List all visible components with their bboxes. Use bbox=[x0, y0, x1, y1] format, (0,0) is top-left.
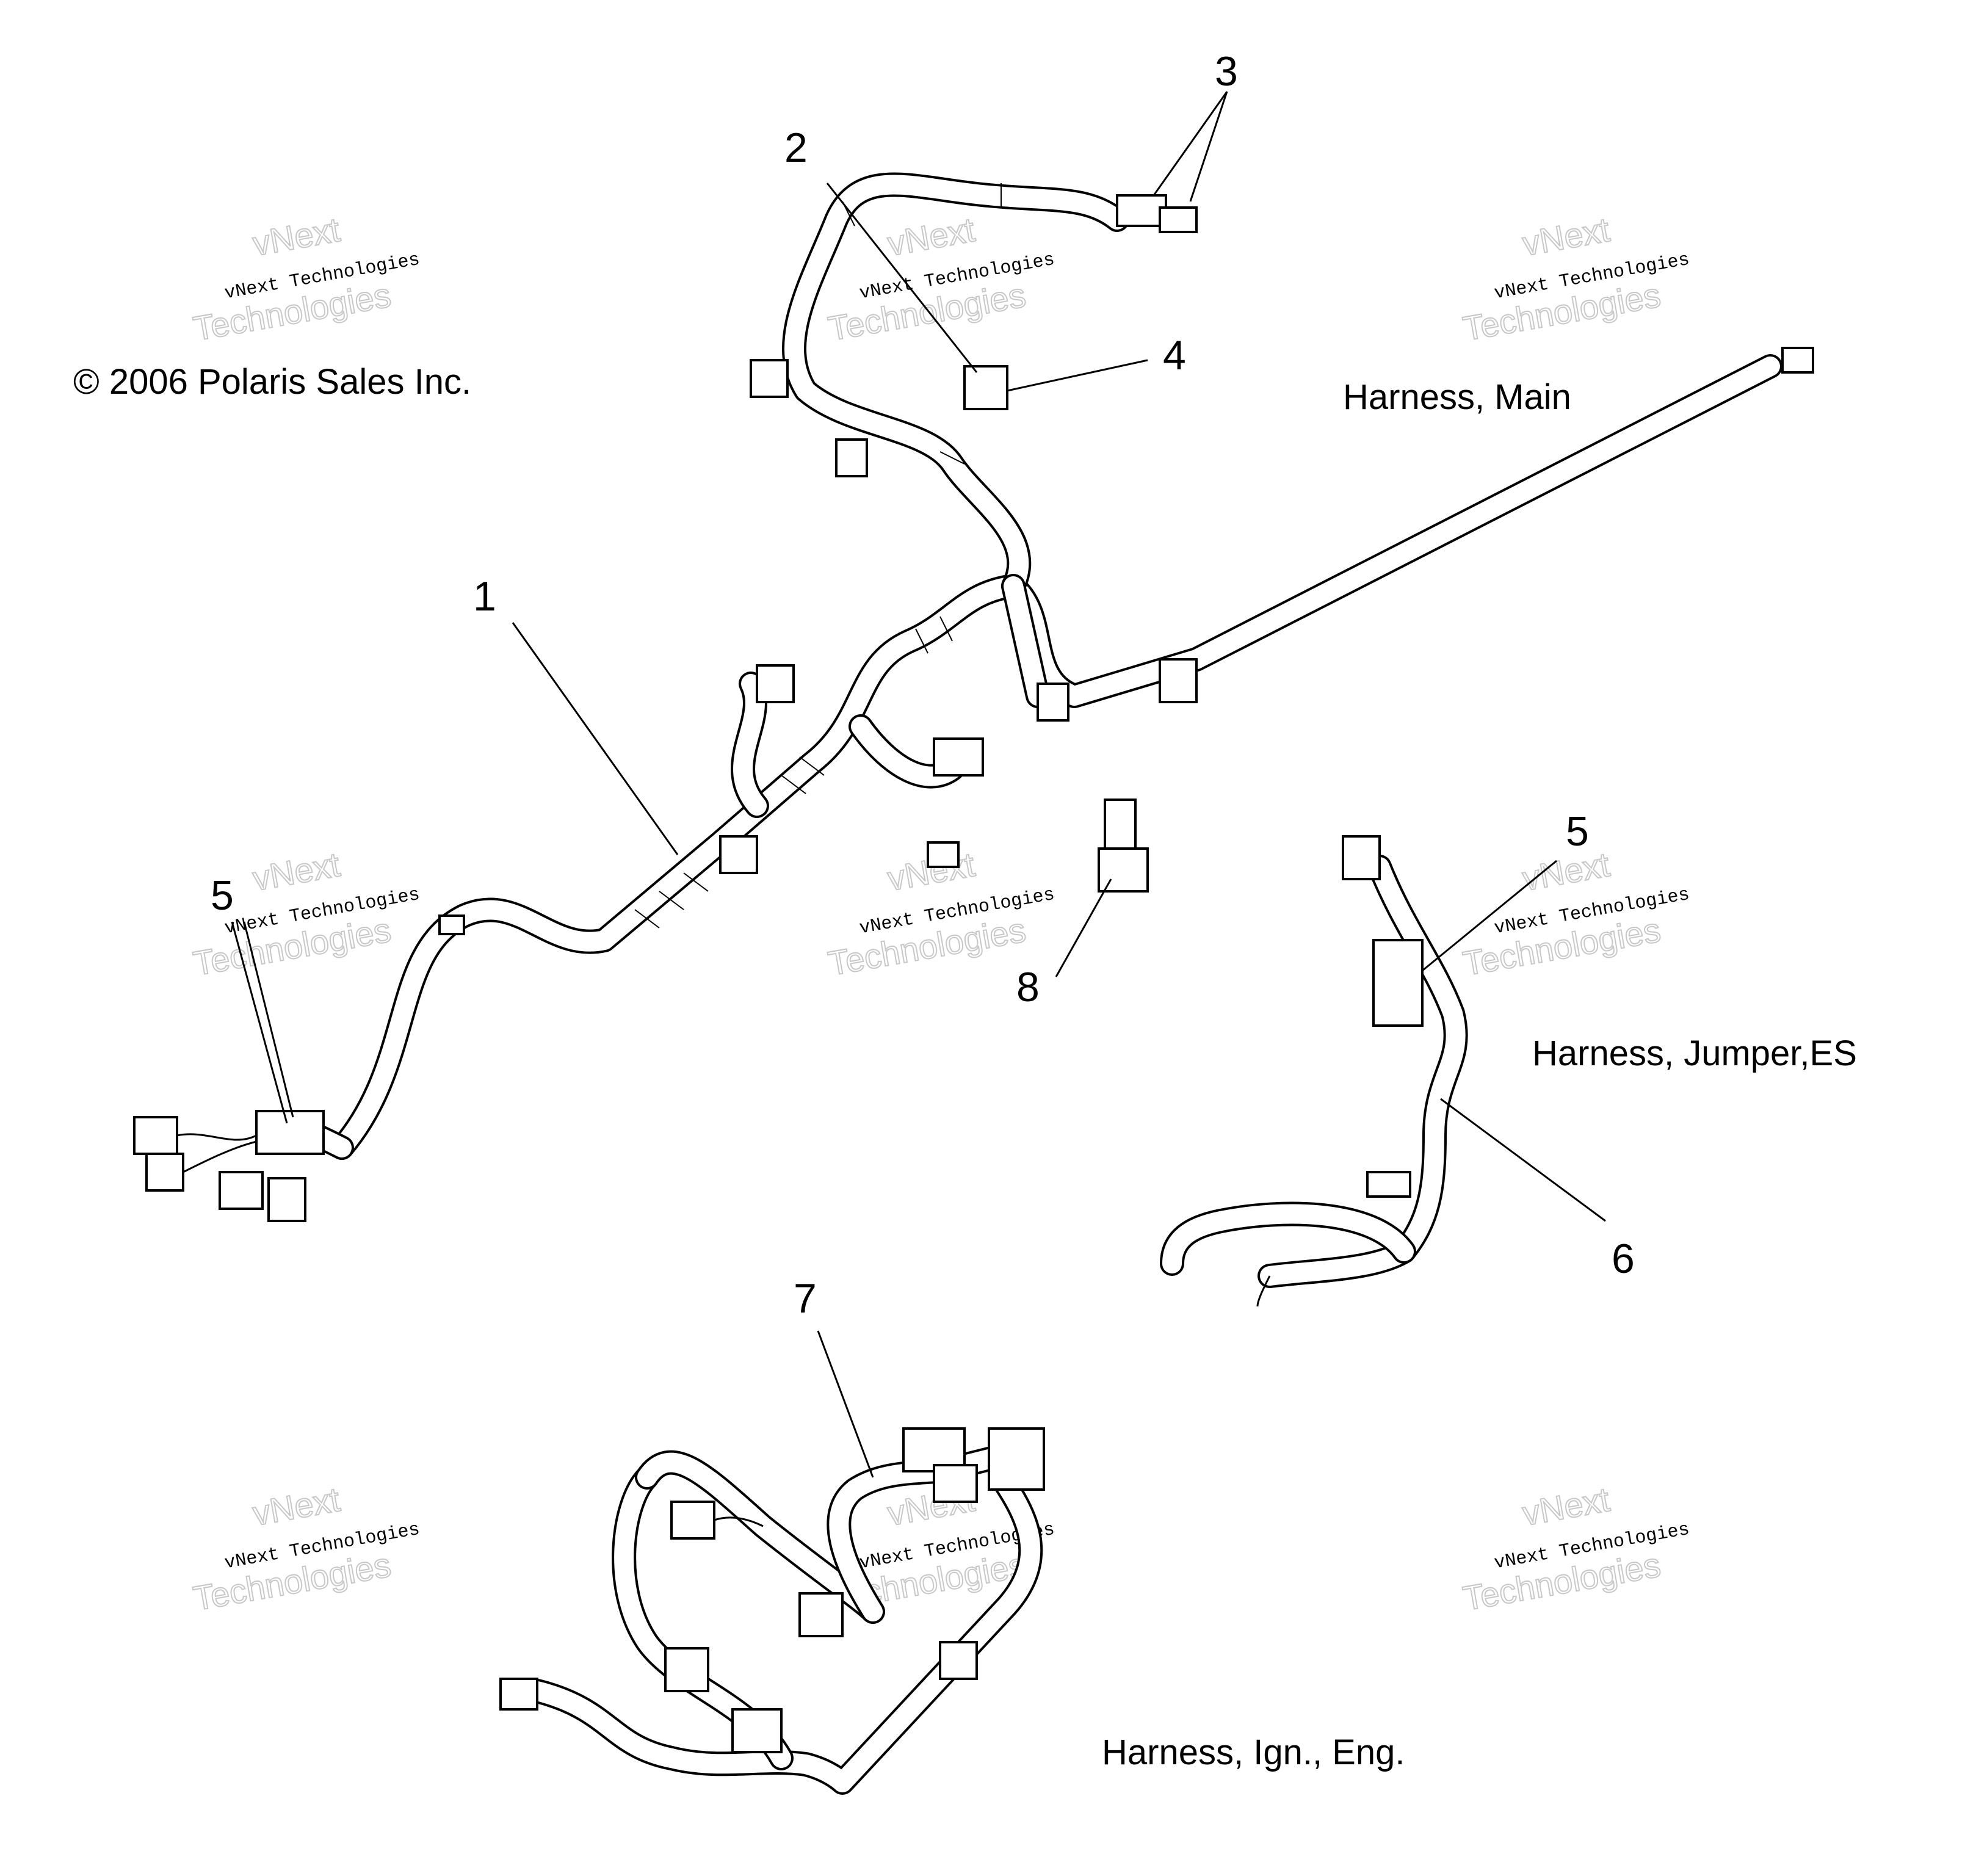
callout-7: 7 bbox=[794, 1275, 817, 1322]
connector bbox=[1159, 206, 1198, 233]
connector bbox=[750, 359, 789, 398]
connector bbox=[664, 1647, 709, 1692]
connector bbox=[719, 835, 758, 874]
connector bbox=[1366, 1171, 1411, 1198]
harness-ign-eng[interactable] bbox=[499, 1427, 1045, 1795]
callout-6: 6 bbox=[1612, 1236, 1635, 1282]
watermark-vnext: vNext bbox=[1519, 1480, 1612, 1533]
connector bbox=[499, 1678, 538, 1711]
relay-connector bbox=[1372, 939, 1424, 1027]
connector bbox=[670, 1501, 715, 1540]
harness-main[interactable] bbox=[133, 172, 1814, 1222]
connector bbox=[933, 1464, 978, 1503]
tape-wraps bbox=[634, 183, 1002, 929]
connector bbox=[963, 365, 1008, 410]
connector bbox=[1037, 683, 1069, 722]
copyright-text: © 2006 Polaris Sales Inc. bbox=[73, 362, 471, 402]
callout-4: 4 bbox=[1163, 332, 1186, 378]
watermark: vNext vNext Technologies Technologies bbox=[1460, 1479, 1691, 1618]
connector bbox=[1159, 658, 1198, 703]
watermark-vnext: vNext bbox=[250, 845, 342, 898]
connector bbox=[835, 438, 868, 477]
connector bbox=[933, 737, 984, 777]
callouts: 1 2 3 4 5 5 6 7 8 bbox=[211, 48, 1635, 1322]
connector bbox=[988, 1427, 1045, 1491]
connector bbox=[927, 841, 960, 868]
watermark: vNext vNext Technologies Technologies bbox=[825, 209, 1056, 349]
label-harness-main: Harness, Main bbox=[1343, 377, 1571, 417]
harness-jumper[interactable] bbox=[1160, 835, 1468, 1307]
watermark: vNext vNext Technologies Technologies bbox=[1460, 209, 1691, 349]
callout-5: 5 bbox=[211, 872, 234, 919]
watermark-vnext: vNext bbox=[250, 1480, 342, 1533]
connector bbox=[756, 664, 795, 703]
label-harness-jumper: Harness, Jumper,ES bbox=[1532, 1034, 1857, 1073]
watermark-vnext: vNext bbox=[1519, 210, 1612, 263]
leader-lines bbox=[231, 91, 1606, 1478]
watermark: vNext vNext Technologies Technologies bbox=[190, 1479, 421, 1618]
connector bbox=[1342, 835, 1381, 880]
connector-cluster bbox=[133, 1110, 325, 1222]
connector-part-8[interactable] bbox=[1098, 799, 1149, 893]
callout-5: 5 bbox=[1566, 808, 1589, 855]
watermark-vnext: vNext bbox=[250, 210, 342, 263]
callout-1: 1 bbox=[473, 573, 496, 620]
callout-8: 8 bbox=[1016, 964, 1040, 1010]
connector bbox=[1781, 347, 1814, 374]
connector bbox=[438, 914, 465, 935]
watermark-vnext: vNext bbox=[885, 210, 977, 263]
watermark: vNext vNext Technologies Technologies bbox=[190, 209, 421, 349]
connector bbox=[731, 1708, 783, 1753]
label-harness-ign: Harness, Ign., Eng. bbox=[1102, 1733, 1405, 1772]
watermark: vNext vNext Technologies Technologies bbox=[1460, 844, 1691, 983]
connector bbox=[939, 1641, 978, 1680]
connector bbox=[798, 1592, 844, 1637]
callout-3: 3 bbox=[1215, 48, 1238, 95]
callout-2: 2 bbox=[784, 125, 808, 171]
